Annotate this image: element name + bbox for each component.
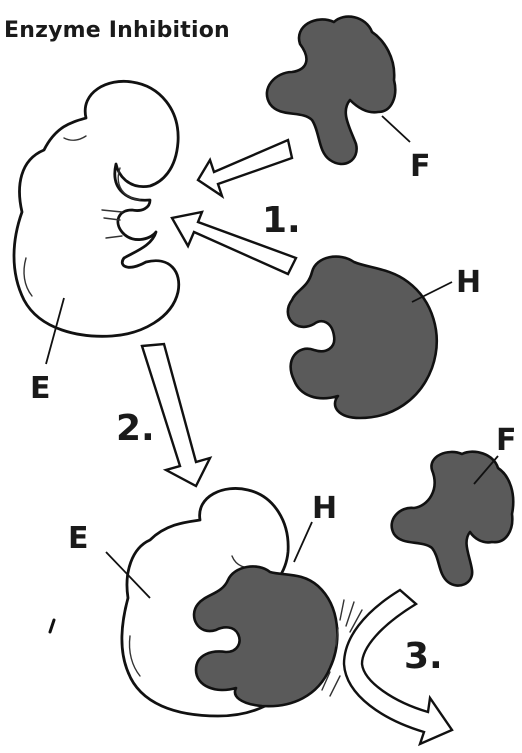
- label-e-bottom: E: [68, 521, 89, 556]
- label-f-bottom: F: [496, 423, 517, 458]
- leader-h-bottom: [294, 522, 312, 562]
- step-2-label: 2.: [116, 408, 155, 449]
- molecule-h-top: [288, 257, 437, 418]
- step-3-label: 3.: [404, 636, 443, 677]
- molecule-f-bottom: [392, 452, 514, 586]
- leader-f-top: [382, 116, 410, 142]
- step-1-label: 1.: [262, 200, 301, 241]
- label-e-top: E: [30, 371, 51, 406]
- label-h-bottom: H: [312, 491, 337, 526]
- arrow-1-upper: [198, 140, 292, 196]
- label-f-top: F: [410, 149, 431, 184]
- enzyme-e-top: [14, 81, 179, 336]
- stray-mark: [50, 620, 54, 632]
- label-h-top: H: [456, 265, 481, 300]
